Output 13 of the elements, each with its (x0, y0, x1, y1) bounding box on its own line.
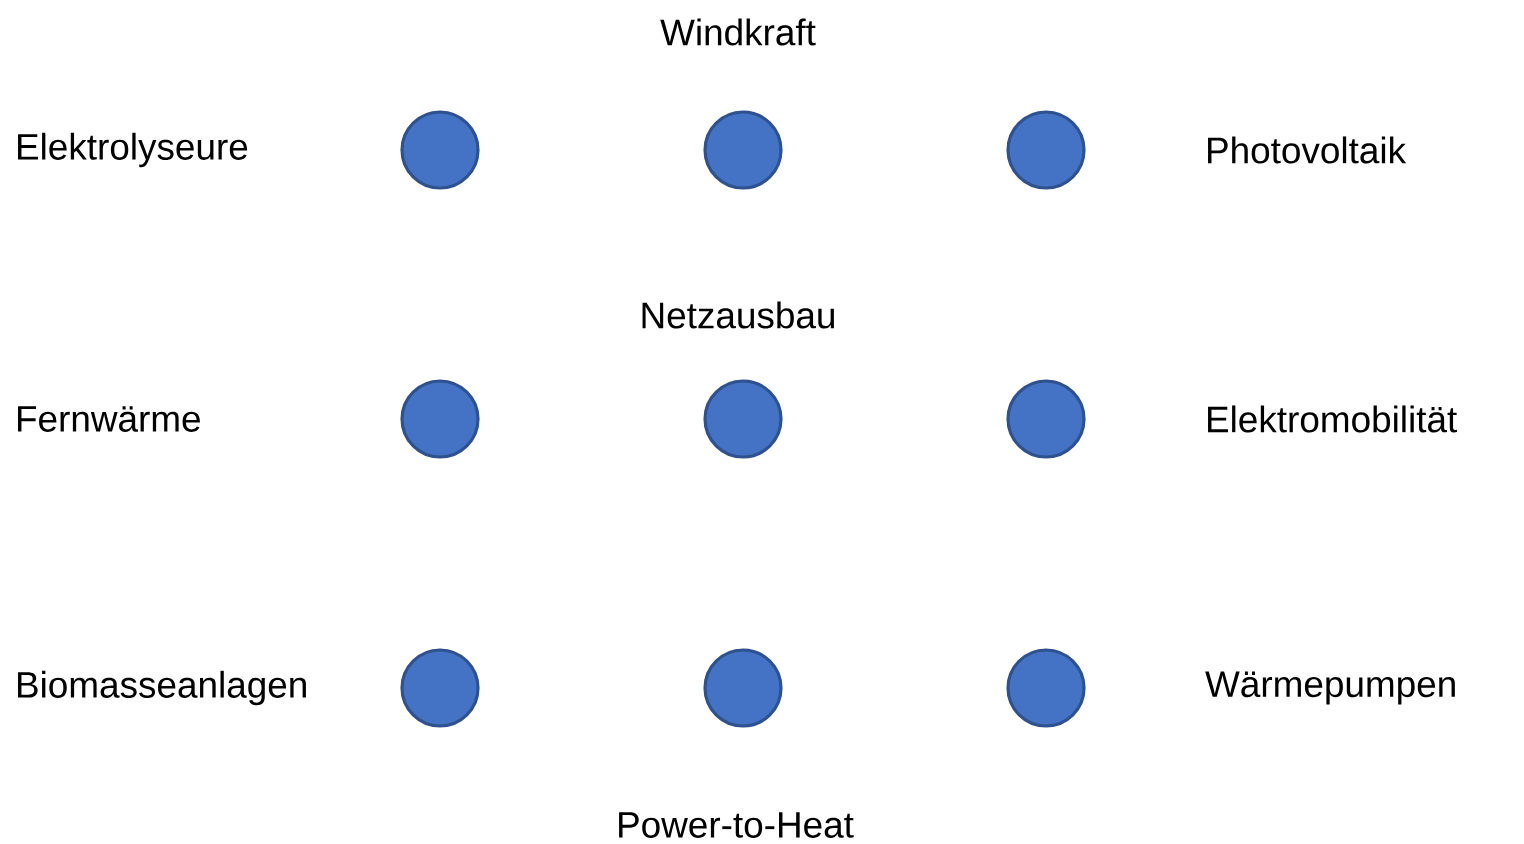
text-label: Netzausbau (642, 301, 834, 329)
circle-marker (703, 379, 783, 459)
circle-marker (703, 648, 783, 728)
circle-marker (1006, 379, 1086, 459)
circle-marker (703, 110, 783, 190)
circle-marker (1006, 110, 1086, 190)
text-label: Power-to-Heat (619, 812, 854, 838)
circle-marker (400, 648, 480, 728)
circle-marker (1006, 648, 1086, 728)
circle-marker (400, 110, 480, 190)
text-label: Fernwärme (18, 406, 200, 432)
circle-marker (400, 379, 480, 459)
text-label: Elektrolyseure (18, 132, 248, 168)
